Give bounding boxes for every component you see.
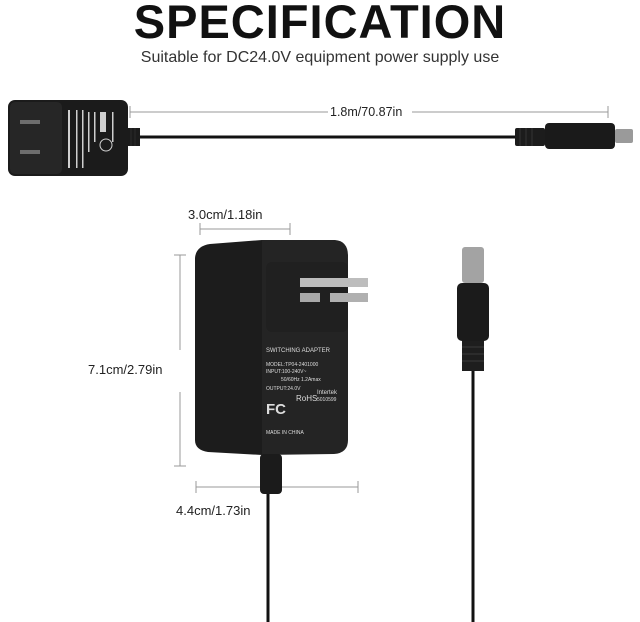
label-output: OUTPUT:24.0V — [266, 386, 301, 392]
height-line — [174, 254, 186, 467]
label-heading: SWITCHING ADAPTER — [266, 348, 331, 354]
dc-plug-vertical — [457, 247, 489, 371]
label-input: INPUT:100-240V~ — [266, 369, 307, 375]
strain-relief — [260, 454, 282, 494]
dc-plug-top — [515, 123, 633, 149]
height-label: 7.1cm/2.79in — [88, 362, 163, 377]
label-freq: 50/60Hz 1.2Amax — [281, 377, 321, 383]
page-subtitle: Suitable for DC24.0V equipment power sup… — [140, 49, 500, 66]
label-made-in: MADE IN CHINA — [266, 430, 304, 436]
fcc-logo: FC — [266, 401, 286, 418]
label-rohs: RoHS — [296, 394, 318, 403]
label-intertek-no: 5010599 — [317, 397, 337, 403]
label-model: MODEL:TP04-2401000 — [266, 362, 319, 368]
cable-length-line — [129, 106, 609, 118]
cable-length-label: 1.8m/70.87in — [330, 105, 403, 119]
width-line — [199, 223, 291, 235]
adapter-front-view — [195, 240, 368, 455]
width-label: 3.0cm/1.18in — [188, 207, 263, 222]
page-title: SPECIFICATION — [133, 0, 507, 48]
adapter-side-view — [8, 100, 140, 176]
label-intertek: Intertek — [317, 390, 338, 396]
depth-label: 4.4cm/1.73in — [176, 503, 251, 518]
